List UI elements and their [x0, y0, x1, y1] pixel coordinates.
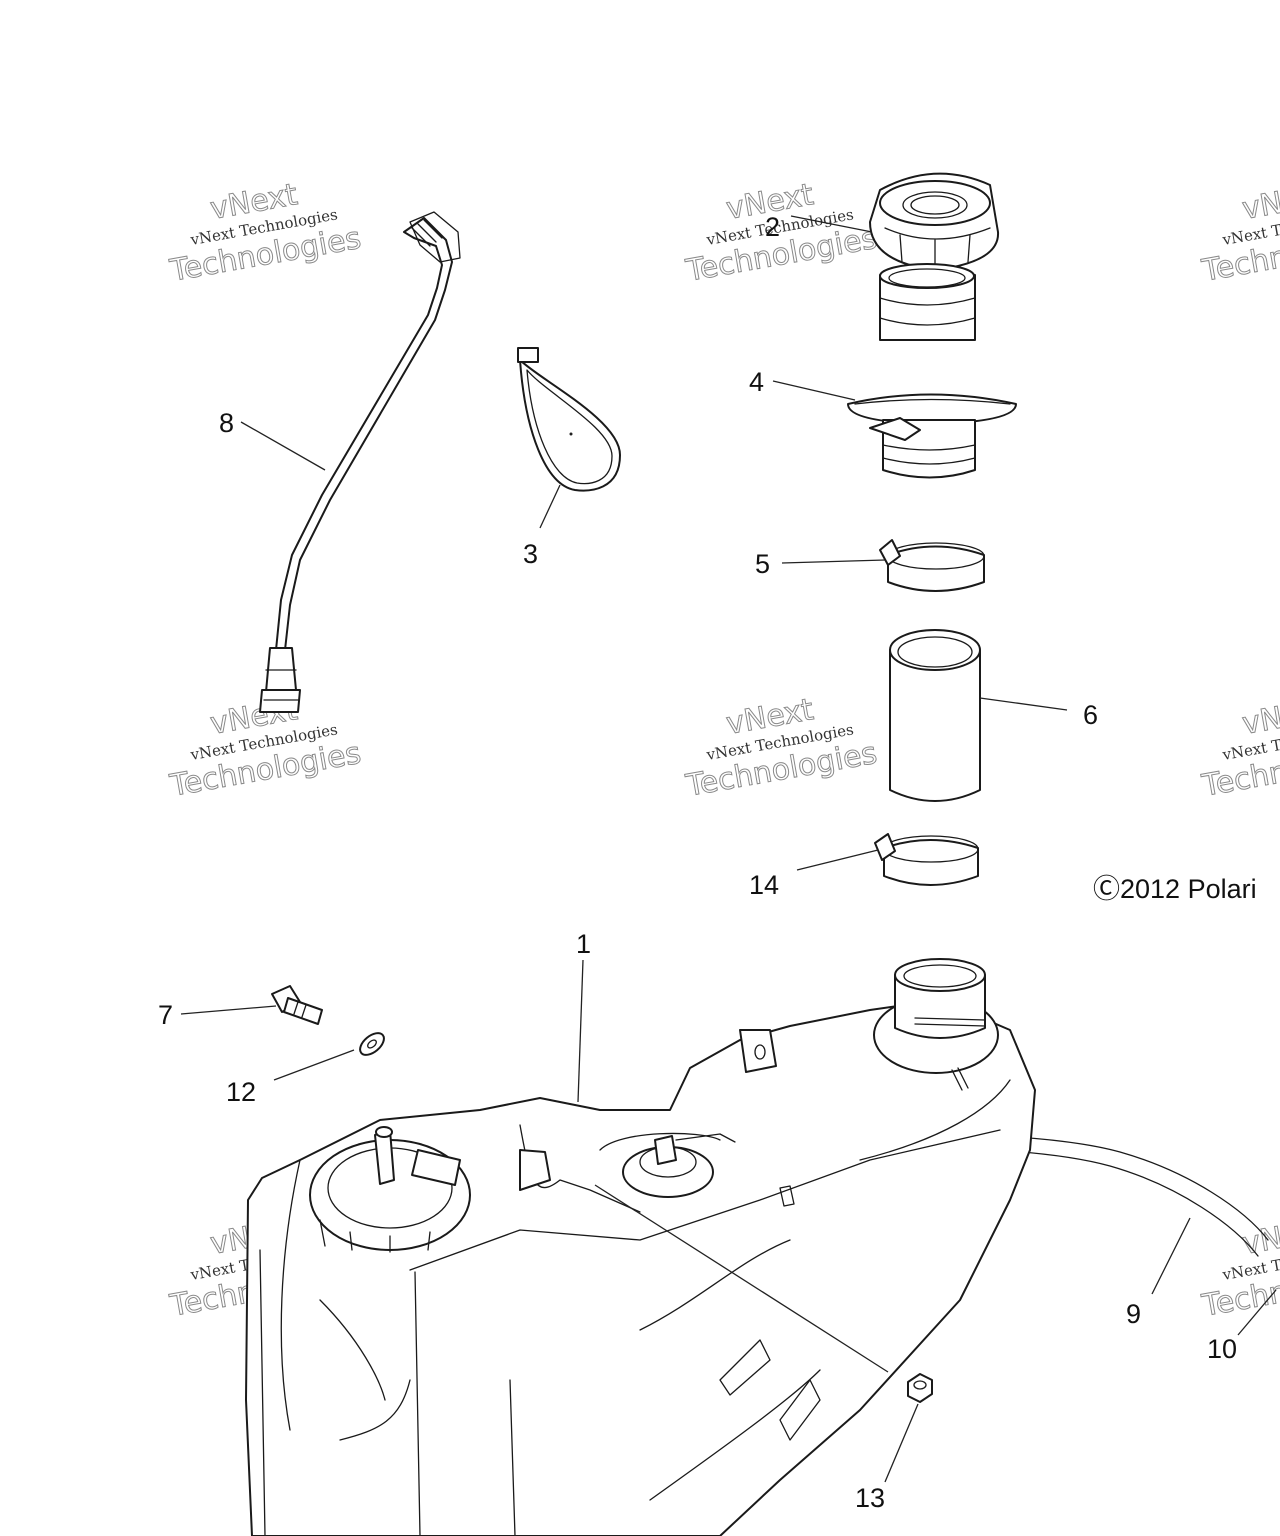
part-bolt	[271, 985, 323, 1025]
callout-6: 6	[1083, 700, 1098, 730]
callout-9: 9	[1126, 1299, 1141, 1329]
part-nut	[907, 1373, 933, 1403]
watermark: vNext vNext Technologies Technologies	[682, 177, 880, 290]
svg-text:vNext: vNext	[1240, 177, 1280, 227]
part-hose-clamp-upper	[879, 539, 985, 592]
leader-1	[577, 959, 584, 1103]
svg-text:vNext: vNext	[1240, 692, 1280, 742]
part-rollover-valve	[622, 1133, 736, 1198]
watermark: vNext vNext Technologies Technologies	[166, 177, 364, 290]
callout-14: 14	[749, 870, 779, 900]
part-hose-clamp-lower	[874, 833, 979, 886]
part-fuel-tank	[245, 999, 1036, 1536]
leader-7	[180, 1005, 277, 1015]
callout-3: 3	[523, 539, 538, 569]
callout-4: 4	[749, 367, 764, 397]
leader-8	[240, 421, 326, 471]
copyright-text: Ⓒ2012 Polari	[1093, 874, 1257, 904]
callouts: 2 4 8 3 5 6 14 1 7 12 9 10 13	[158, 212, 1237, 1513]
leader-10	[1237, 1289, 1277, 1336]
svg-text:vNext: vNext	[1240, 1212, 1280, 1262]
callout-1: 1	[576, 929, 591, 959]
callout-10: 10	[1207, 1334, 1237, 1364]
callout-13: 13	[855, 1483, 885, 1513]
part-vent-hose	[259, 211, 461, 713]
callout-12: 12	[226, 1077, 256, 1107]
leader-13	[884, 1403, 919, 1483]
part-washer	[359, 1032, 385, 1056]
leader-6	[979, 697, 1068, 711]
callout-7: 7	[158, 1000, 173, 1030]
callout-8: 8	[219, 408, 234, 438]
watermark: vNext vNext Technologies Technologies	[1198, 692, 1280, 805]
part-filler-neck	[847, 263, 1017, 479]
leader-12	[273, 1049, 355, 1081]
leader-2	[790, 215, 873, 233]
watermark: vNext vNext Technologies Technologies	[1198, 1212, 1280, 1325]
watermark: vNext vNext Technologies Technologies	[1198, 177, 1280, 290]
leader-14	[796, 849, 879, 871]
part-fuel-pump	[309, 1126, 471, 1253]
watermark: vNext vNext Technologies Technologies	[682, 692, 880, 805]
part-cable-tie	[517, 347, 621, 492]
leader-3	[539, 484, 561, 529]
part-tank-filler-neck	[873, 958, 999, 1091]
leader-9	[1151, 1217, 1191, 1295]
leader-13-tank	[594, 1184, 889, 1373]
leader-4	[772, 380, 856, 401]
leader-5	[781, 559, 886, 564]
part-filler-hose	[889, 629, 981, 802]
part-fuel-cap	[869, 172, 1000, 271]
leader-lines	[180, 215, 1277, 1483]
callout-5: 5	[755, 549, 770, 579]
callout-2: 2	[765, 212, 780, 242]
part-cable-tie-dot	[569, 432, 573, 436]
